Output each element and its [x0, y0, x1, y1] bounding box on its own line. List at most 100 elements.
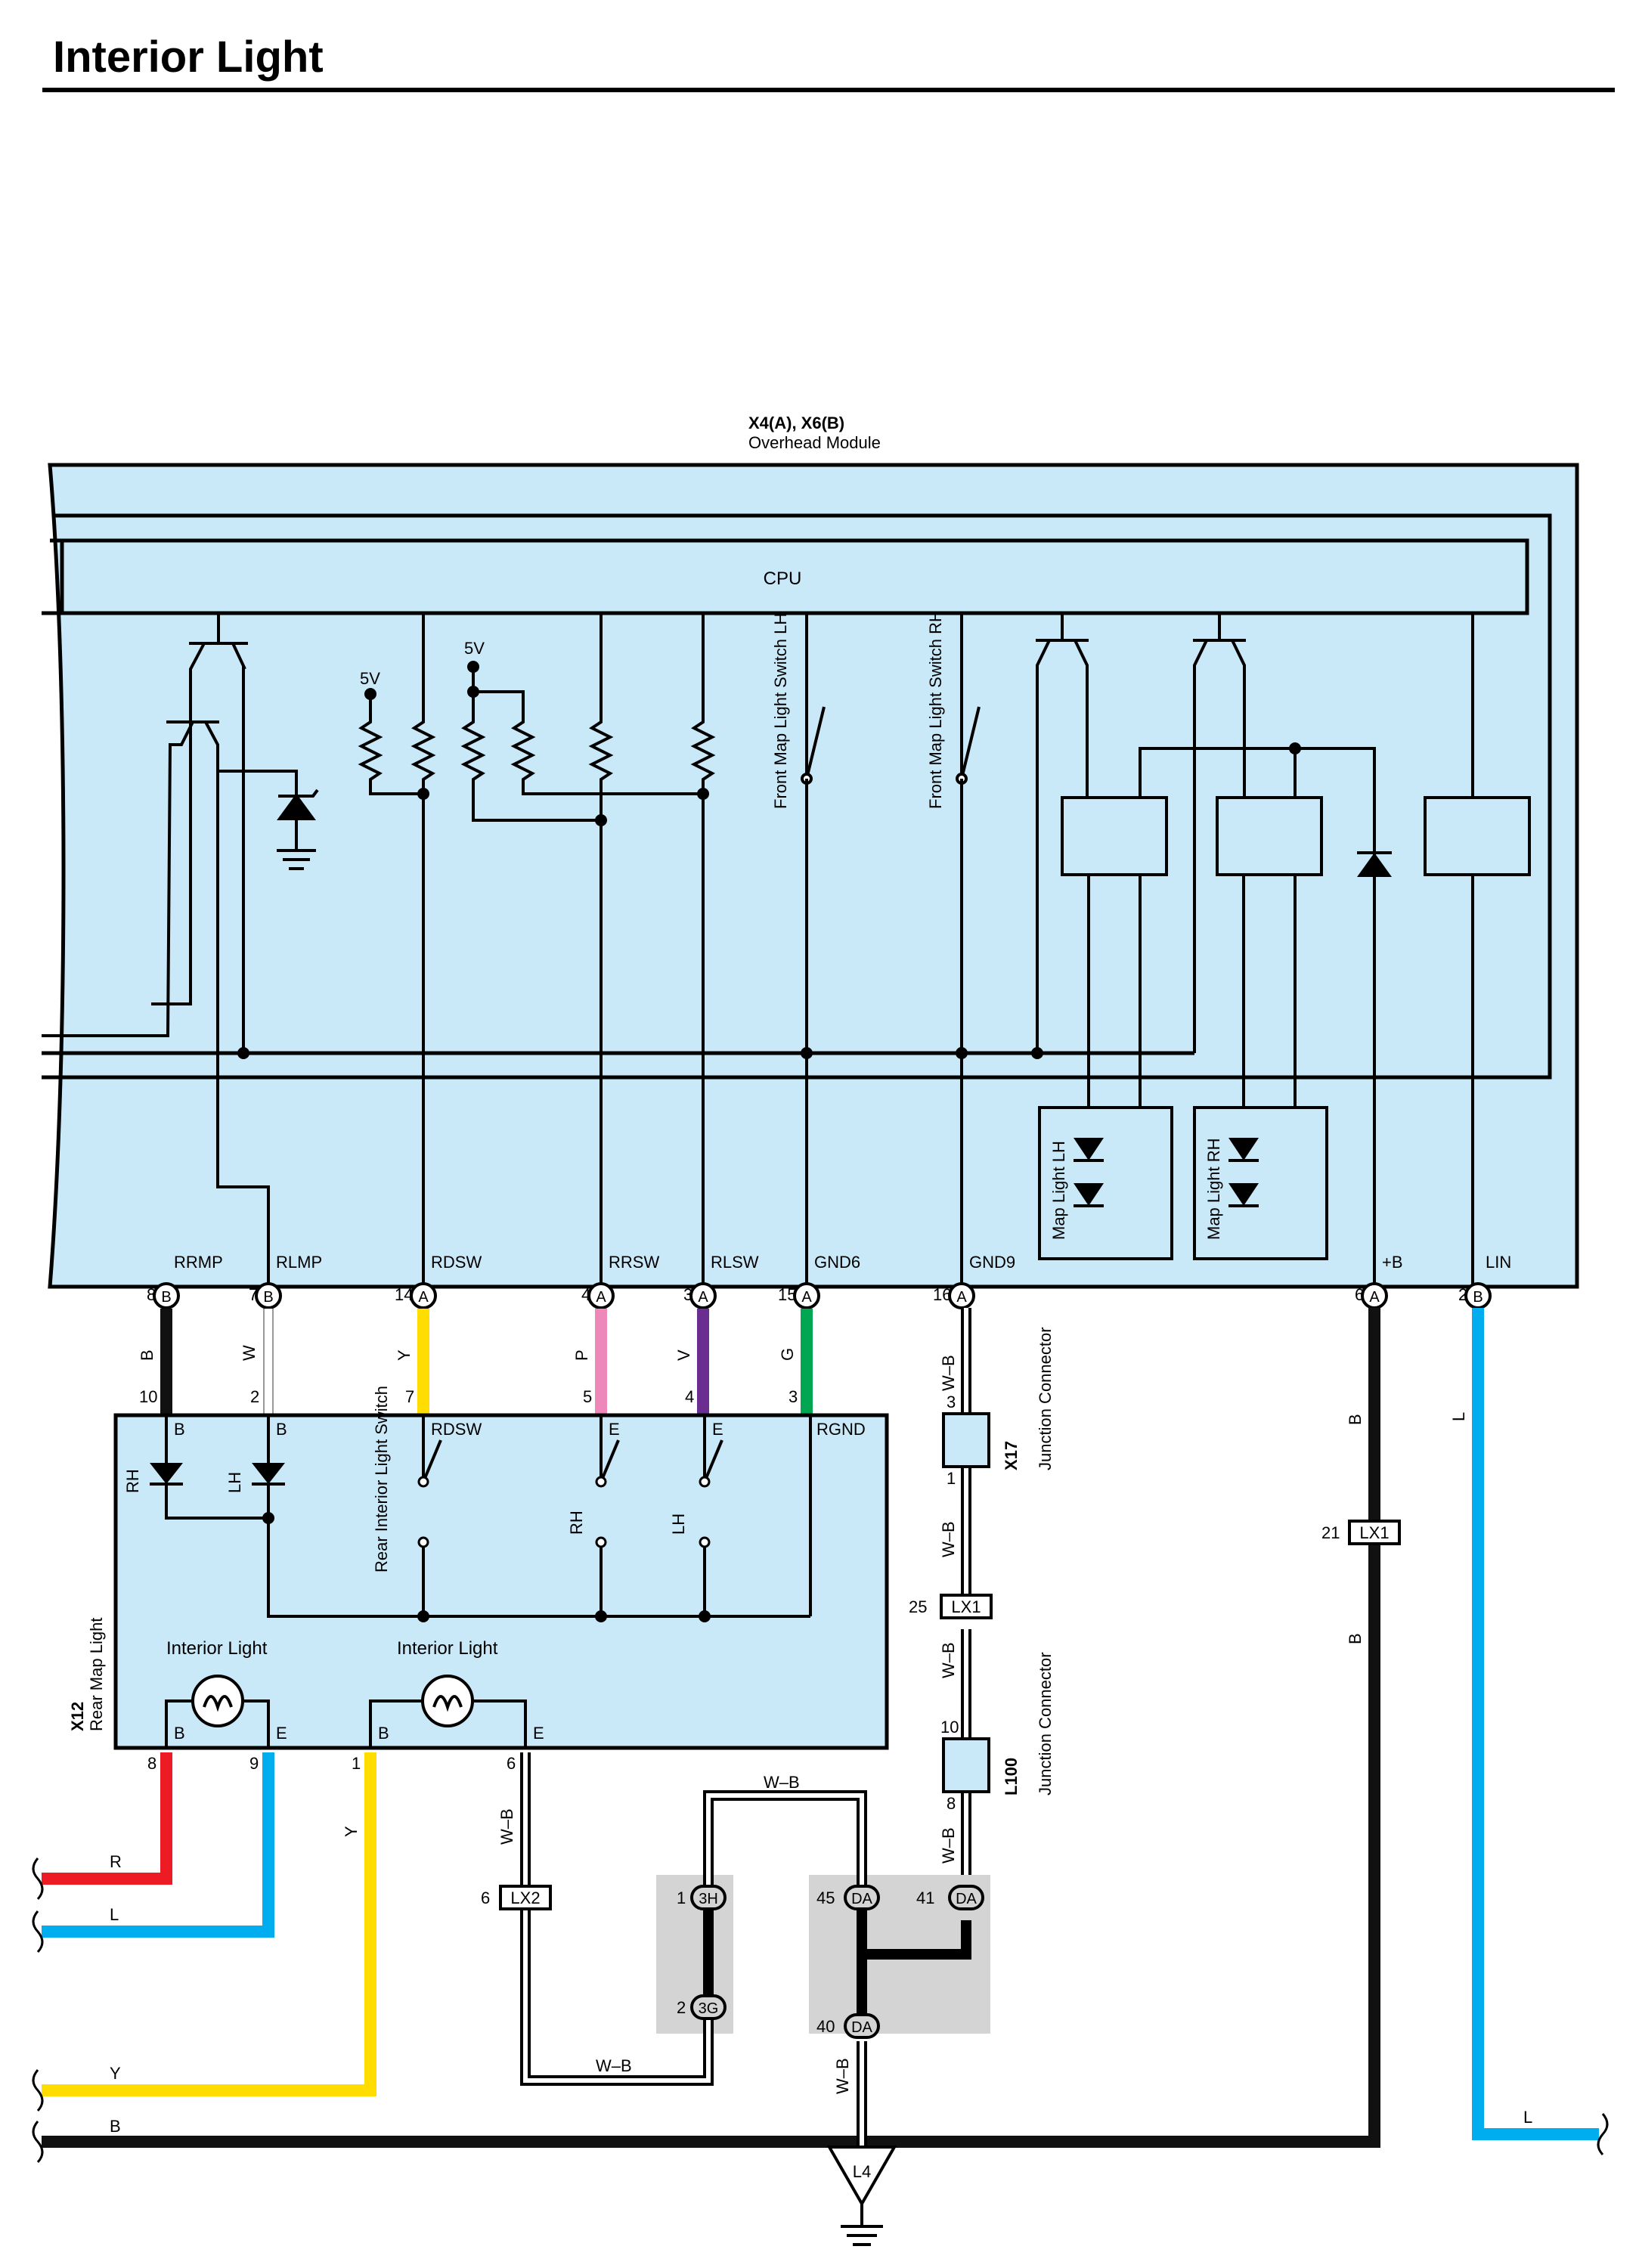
ground-l4-label: L4 — [853, 2162, 871, 2181]
module-pin-connector-letter: A — [698, 1289, 708, 1306]
x17-connector — [942, 1412, 990, 1468]
module-pin-name-rdsw: RDSW — [431, 1253, 482, 1272]
page-title: Interior Light — [53, 33, 324, 82]
rear-leds — [150, 1463, 285, 1486]
junction-label: DA — [851, 2019, 872, 2036]
l100-name: Junction Connector — [1036, 1652, 1055, 1796]
lin-wire-label-2: L — [1523, 2108, 1532, 2127]
junction-label: 3H — [699, 1891, 718, 1907]
module-pin-name-rrsw: RRSW — [609, 1253, 659, 1272]
cpu-label: CPU — [764, 569, 802, 589]
junction-oval — [844, 2013, 880, 2039]
resistor-network — [358, 613, 716, 1285]
junction-pin-number: 40 — [816, 2017, 835, 2036]
rear-top-label-rgnd: RGND — [816, 1420, 866, 1439]
lx1-mid-label: LX1 — [951, 1597, 981, 1616]
node — [1031, 1047, 1043, 1059]
l100-pin-bot: 8 — [947, 1794, 956, 1813]
transistor-rrmp — [42, 613, 270, 1285]
lx1-right-pin: 21 — [1321, 1523, 1340, 1542]
wb-wires-outline — [520, 1752, 971, 2147]
map-light-rh-label: Map Light RH — [1204, 1138, 1223, 1240]
module-pin-name-plusb: +B — [1382, 1253, 1403, 1272]
rear-map-code: X12 — [68, 1702, 87, 1731]
x17-name: Junction Connector — [1036, 1327, 1055, 1470]
rear-top-label-e: E — [609, 1420, 620, 1439]
x17-pin-top: 3 — [947, 1393, 956, 1411]
transistor-right — [1036, 613, 1246, 1053]
junction-pin-number: 2 — [677, 1998, 686, 2017]
module-pin-connector — [410, 1282, 437, 1309]
junction-pin-number: 1 — [677, 1888, 686, 1907]
wb-label-6: W–B — [596, 2056, 632, 2075]
rear-top-label-e: E — [712, 1420, 723, 1439]
wire-r — [42, 1752, 172, 1885]
front-switch-rh-label: Front Map Light Switch RH — [926, 610, 945, 809]
module-pin-connector-letter: B — [263, 1289, 273, 1306]
rear-bottom-label-e: E — [276, 1724, 287, 1743]
x17-code: X17 — [1002, 1441, 1021, 1470]
plus-b-wire — [42, 1308, 1380, 2148]
lin-wire — [1472, 1308, 1599, 2140]
rear-bottom-label-e: E — [533, 1724, 544, 1743]
voltage-label-2: 5V — [464, 639, 485, 658]
module-pin-connector — [689, 1282, 717, 1309]
rear-pin-number: 3 — [789, 1387, 798, 1406]
wire-y-label-2: Y — [110, 2064, 121, 2083]
node — [1289, 742, 1301, 754]
map-light-lh — [1038, 1106, 1173, 1260]
rear-map-name: Rear Map Light — [87, 1618, 106, 1731]
module-pin-connector-letter: B — [161, 1289, 171, 1306]
junction-label: 3G — [699, 2000, 719, 2017]
junction-label: DA — [851, 1891, 872, 1907]
interior-lights — [165, 1675, 527, 1748]
module-pin-connector — [587, 1282, 615, 1309]
module-pin-labels: RRMP8RLMP7RDSW14RRSW4RLSW3GND615GND916+B… — [147, 1253, 1511, 1304]
rear-top-label-b: B — [174, 1420, 185, 1439]
rear-pin-number: 4 — [685, 1387, 694, 1406]
module-pin-connector — [255, 1282, 282, 1309]
rear-bottom-pin-number: 1 — [352, 1754, 361, 1773]
interior-light-2: Interior Light — [397, 1638, 498, 1659]
relay-blocks — [1061, 796, 1531, 876]
plus-b-wire-label-2: B — [1346, 1633, 1365, 1644]
junction-pin-number: 41 — [916, 1888, 934, 1907]
rear-switch-label: Rear Interior Light Switch — [372, 1386, 391, 1572]
module-pin-name-rlsw: RLSW — [711, 1253, 759, 1272]
node — [237, 1047, 249, 1059]
module-name: Overhead Module — [748, 433, 881, 452]
l100-code: L100 — [1002, 1758, 1021, 1796]
lin-wire-label-1: L — [1449, 1412, 1468, 1421]
module-pin-name-gnd6: GND6 — [814, 1253, 860, 1272]
lx1-right-box — [1348, 1520, 1401, 1545]
switch-lh-label: LH — [669, 1514, 688, 1535]
lx1-mid-box — [940, 1594, 993, 1619]
junction-oval — [690, 1885, 727, 1910]
cpu-bus-outer — [42, 513, 1552, 1080]
wb-label-3: W–B — [939, 1642, 958, 1678]
wire-color-label: B — [138, 1349, 156, 1361]
wire-b-label: B — [110, 2117, 121, 2136]
lx2-pin: 6 — [481, 1888, 490, 1907]
module-pin-connector-letter: A — [801, 1289, 812, 1306]
title-rule — [42, 88, 1615, 92]
module-pin-connector — [153, 1282, 180, 1309]
rear-top-label-b: B — [276, 1420, 287, 1439]
wb-label-2: W–B — [939, 1521, 958, 1557]
rear-pin-number: 7 — [405, 1387, 414, 1406]
plus-b-wire-label-1: B — [1346, 1414, 1365, 1425]
wb-label-1: W–B — [939, 1355, 958, 1391]
junction-label: DA — [956, 1891, 977, 1907]
rear-map-internals — [165, 1415, 812, 1618]
module-pin-connector — [793, 1282, 820, 1309]
wb-label-7: W–B — [764, 1773, 800, 1792]
cpu-side-line — [42, 538, 62, 615]
module-code: X4(A), X6(B) — [748, 414, 844, 432]
junction-pin-number: 45 — [816, 1888, 835, 1907]
module-pin-connector-letter: A — [418, 1289, 429, 1306]
wire-y — [42, 1752, 376, 2096]
voltage-label-1: 5V — [360, 669, 380, 688]
